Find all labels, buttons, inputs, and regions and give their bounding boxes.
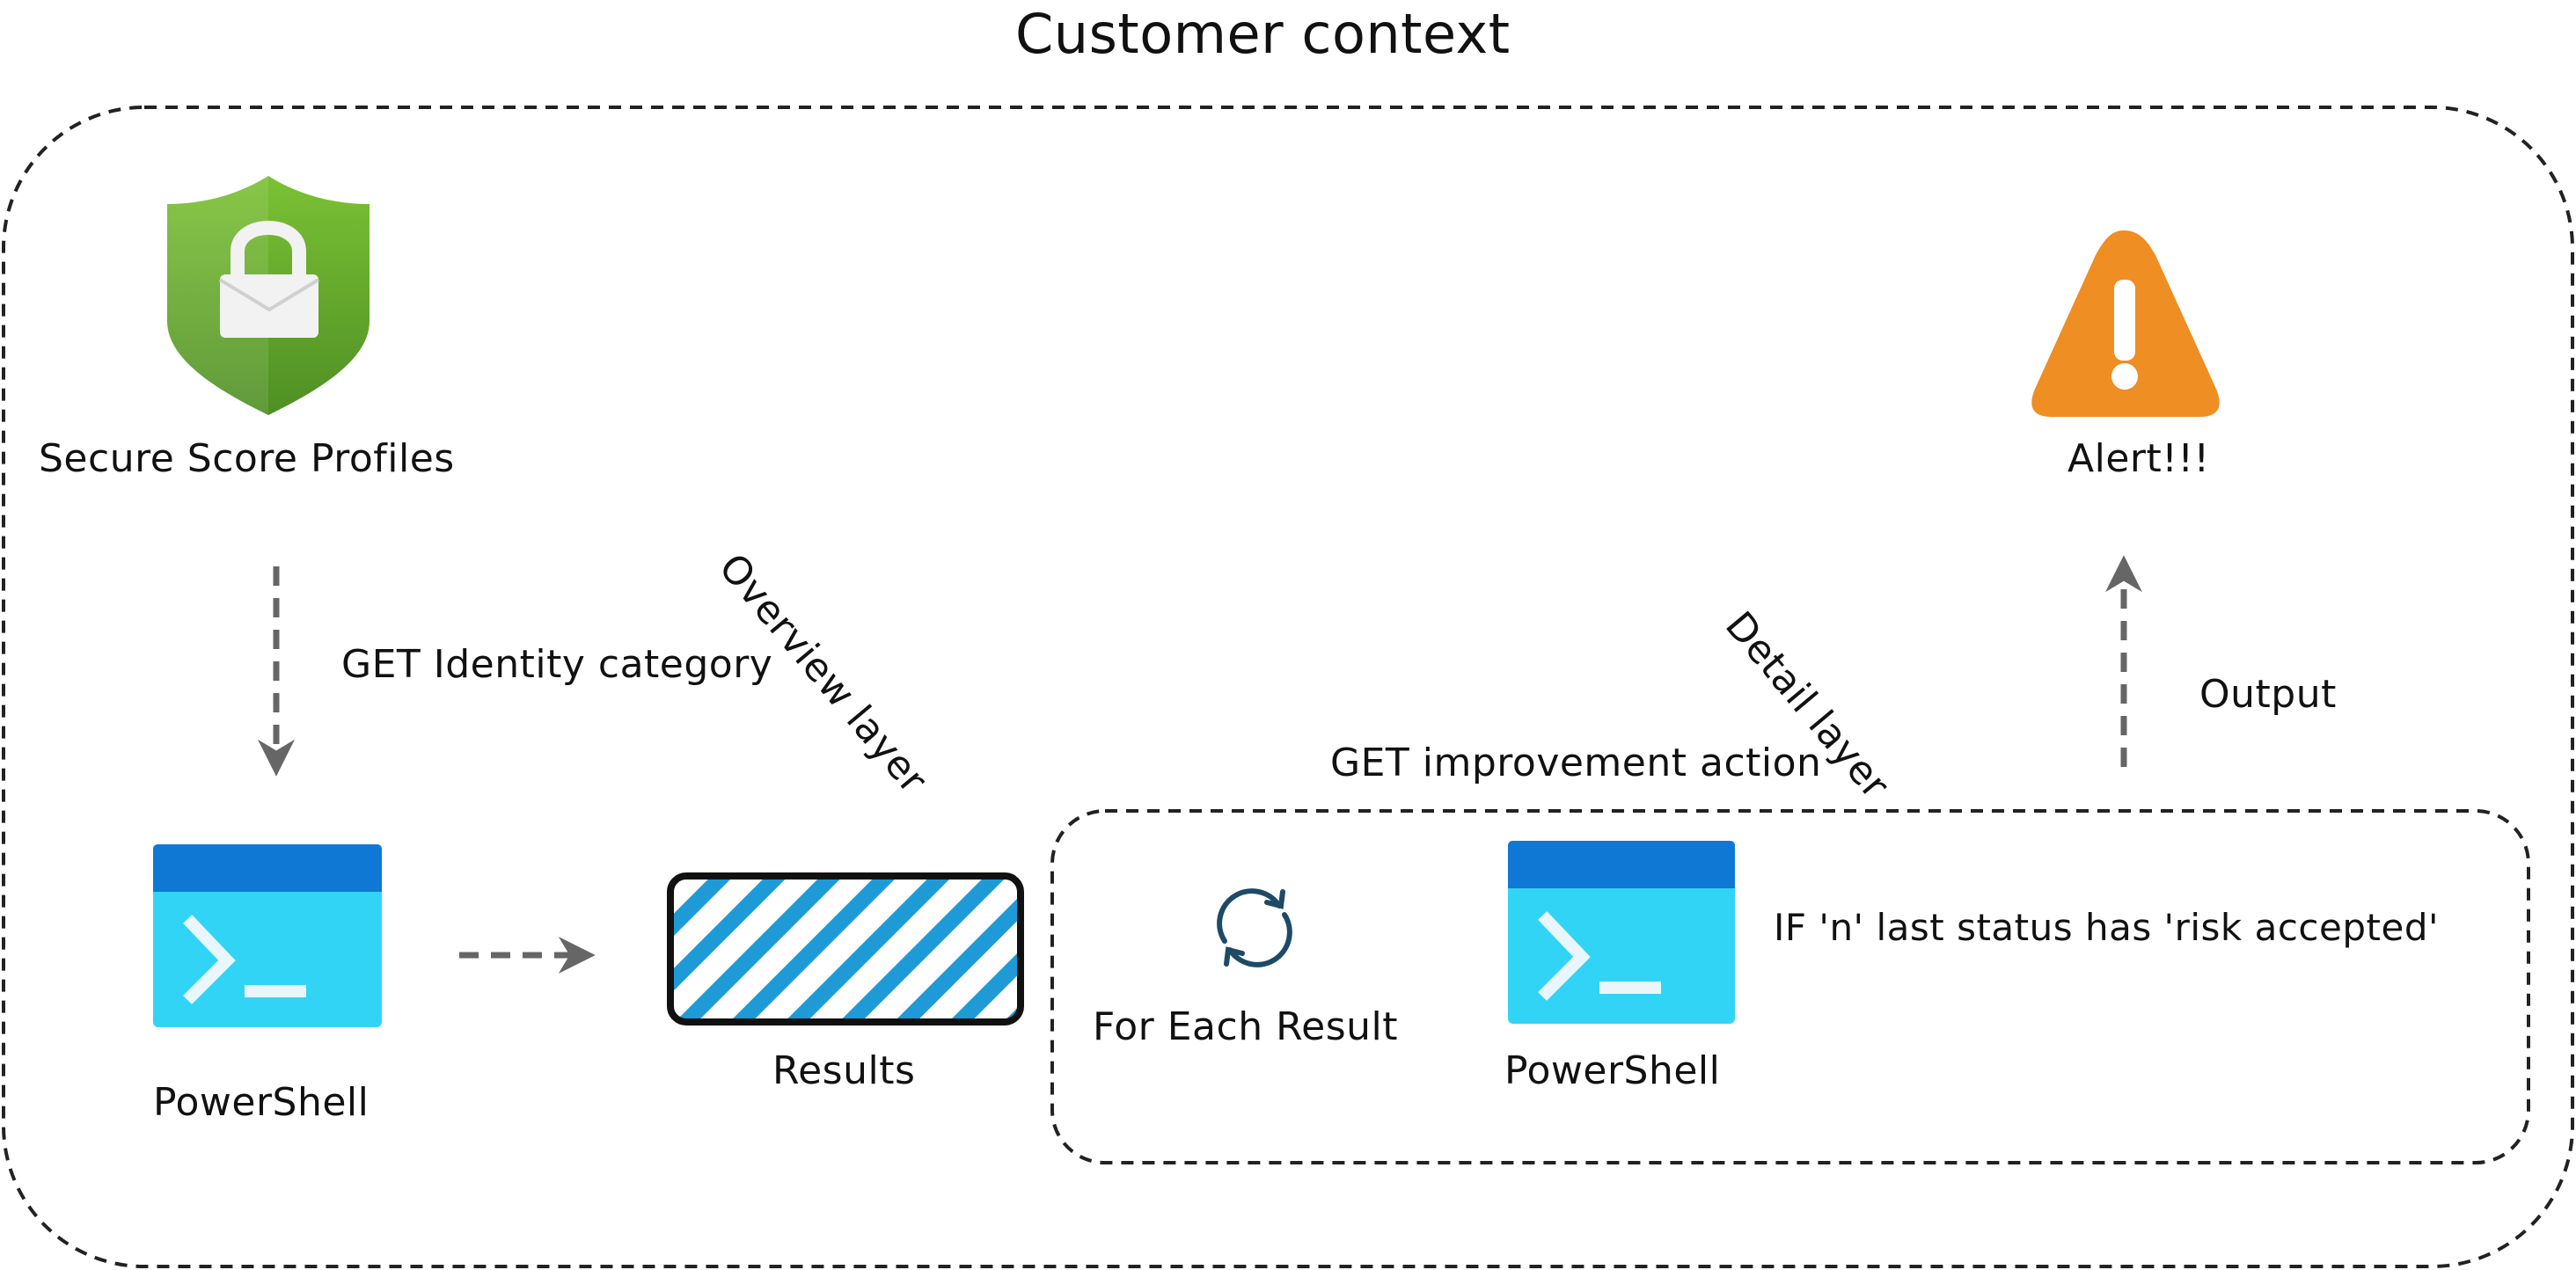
- secure-score-label: Secure Score Profiles: [39, 436, 455, 481]
- results-box: [667, 872, 1024, 1025]
- powershell-icon: [1508, 841, 1735, 1024]
- refresh-loop-icon: [1217, 888, 1292, 967]
- condition-label: IF 'n' last status has 'risk accepted': [1774, 906, 2440, 949]
- for-each-label: For Each Result: [1093, 1004, 1399, 1049]
- output-label: Output: [2199, 672, 2337, 717]
- powershell-right-label: PowerShell: [1504, 1048, 1721, 1093]
- get-improvement-label: GET improvement action: [1330, 741, 1822, 785]
- alert-label: Alert!!!: [2067, 436, 2210, 481]
- shield-lock-icon: [167, 176, 370, 415]
- diagram-title: Customer context: [1015, 2, 1511, 66]
- warning-triangle-icon: [2031, 230, 2220, 417]
- results-label: Results: [772, 1048, 916, 1093]
- powershell-icon: [153, 844, 382, 1027]
- customer-context-boundary: [2, 106, 2574, 1268]
- powershell-left-label: PowerShell: [153, 1080, 370, 1125]
- detail-layer-boundary: [1050, 809, 2530, 1164]
- get-identity-label: GET Identity category: [341, 642, 773, 687]
